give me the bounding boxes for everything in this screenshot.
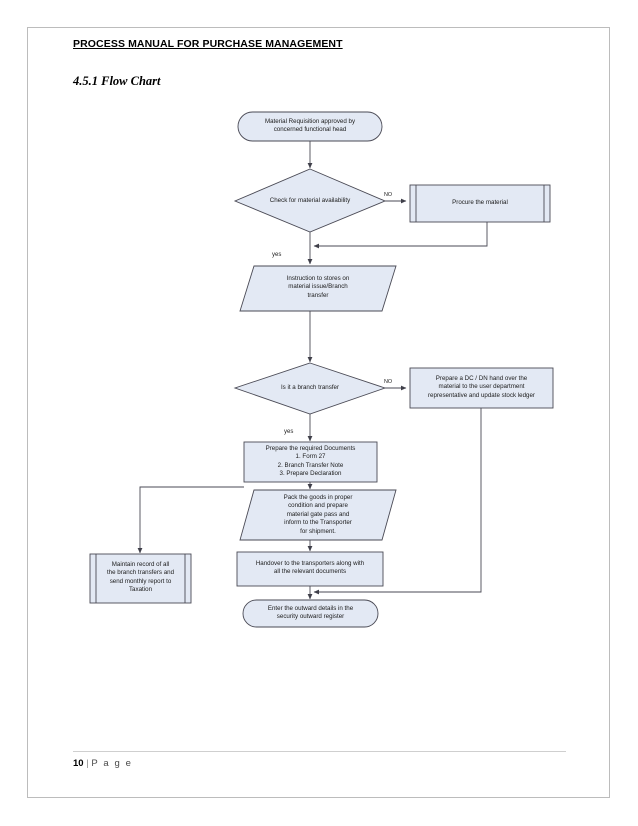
page-footer: 10 | P a g e xyxy=(73,758,132,769)
footer-divider xyxy=(73,751,566,752)
edge-label-branch-yes: yes xyxy=(284,429,294,435)
node-start xyxy=(237,111,383,142)
page-title: PROCESS MANUAL FOR PURCHASE MANAGEMENT xyxy=(73,38,343,50)
footer-page-number: 10 xyxy=(73,758,84,769)
connector-documents-to-maintain xyxy=(137,486,244,554)
section-heading: 4.5.1 Flow Chart xyxy=(73,74,161,88)
edge-label-check-yes: yes xyxy=(272,252,282,258)
node-dcdn xyxy=(409,367,554,409)
node-instruction xyxy=(239,265,397,312)
node-check xyxy=(233,168,387,233)
node-branch xyxy=(233,362,387,415)
connector-dcdn-to-outward xyxy=(313,408,482,595)
connector-procure-to-spine xyxy=(313,222,488,249)
node-maintain xyxy=(89,553,192,604)
node-documents xyxy=(243,441,378,483)
node-handover xyxy=(236,551,384,587)
edge-label-check-no: NO xyxy=(384,192,393,198)
document-page: PROCESS MANUAL FOR PURCHASE MANAGEMENT 4… xyxy=(27,27,610,798)
edge-label-branch-no: NO xyxy=(384,379,393,385)
node-procure xyxy=(409,184,551,223)
node-outward xyxy=(242,599,379,628)
footer-separator: | xyxy=(86,758,89,769)
node-pack xyxy=(239,489,397,541)
footer-page-word: P a g e xyxy=(91,758,133,769)
